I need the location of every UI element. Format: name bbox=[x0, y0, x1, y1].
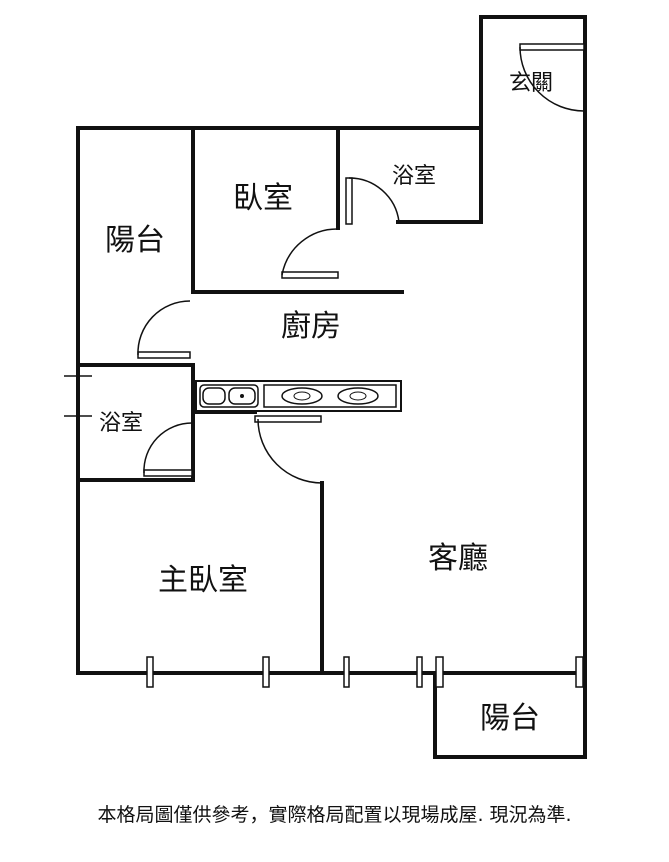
bath-top-door bbox=[345, 177, 400, 225]
room-label-living: 客廳 bbox=[428, 541, 488, 576]
room-label-kitchen: 廚房 bbox=[281, 309, 341, 344]
disclaimer-text: 本格局圖僅供參考，實際格局配置以現場成屋. 現況為準. bbox=[97, 804, 572, 826]
windows bbox=[64, 375, 584, 688]
room-label-bath-top: 浴室 bbox=[392, 164, 436, 189]
balcony-door bbox=[137, 300, 191, 359]
room-label-balcony-left: 陽台 bbox=[105, 223, 165, 258]
living-door bbox=[254, 415, 323, 484]
stove-icon bbox=[263, 384, 397, 408]
room-label-entry: 玄關 bbox=[509, 71, 553, 96]
exterior-walls bbox=[76, 15, 587, 759]
room-label-bedroom: 臥室 bbox=[233, 181, 293, 216]
room-label-balcony-bottom: 陽台 bbox=[480, 701, 540, 736]
sink-icon bbox=[199, 384, 259, 408]
room-label-master: 主臥室 bbox=[158, 563, 248, 598]
kitchen-counter bbox=[195, 380, 402, 412]
bath-left-door bbox=[143, 422, 193, 477]
bedroom-door bbox=[281, 228, 339, 279]
entry-door bbox=[519, 43, 585, 112]
room-label-bath-left: 浴室 bbox=[99, 411, 143, 436]
